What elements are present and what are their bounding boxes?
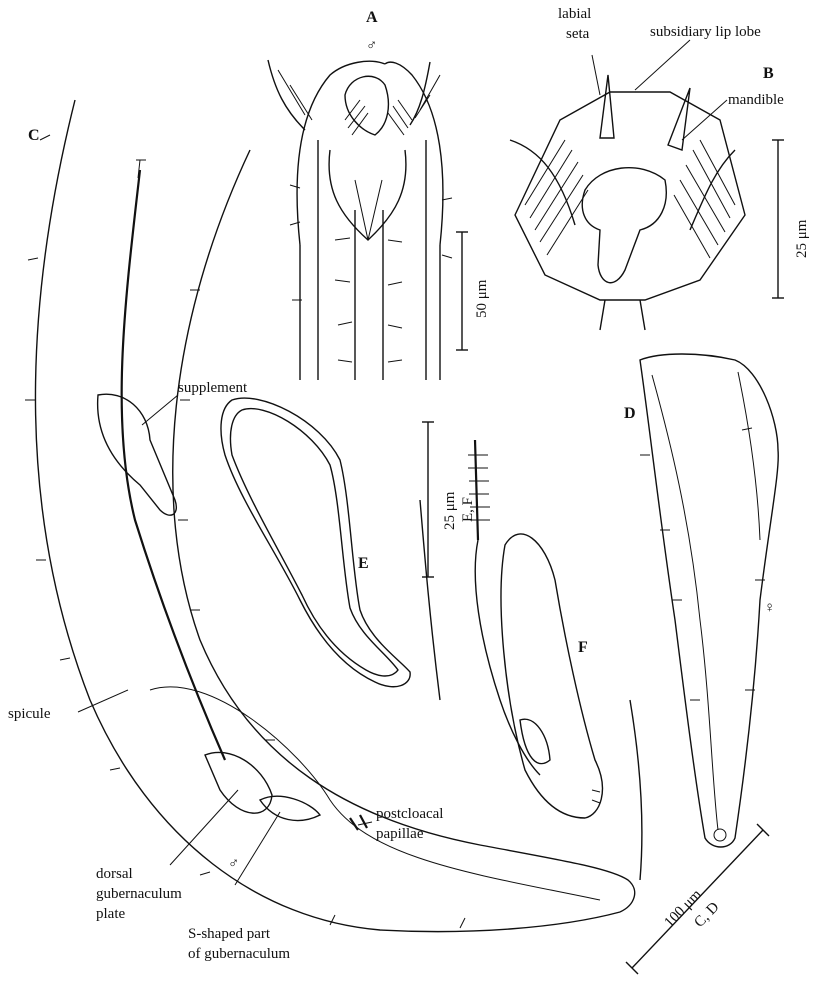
label-labial-seta-line2: seta [566,26,590,42]
label-labial-seta-line1: labial [558,6,591,22]
label-mandible: mandible [728,92,784,108]
label-postcloacal-line2: papillae [376,826,424,842]
scale-label-a: 50 μm [474,279,490,318]
panel-a-drawing [268,60,452,380]
scale-label-b: 25 μm [794,219,810,258]
label-spicule: spicule [8,706,51,722]
panel-label-b: B [763,65,774,82]
label-dorsal-gubernaculum-line1: dorsal [96,866,133,882]
scale-label-ef-value: 25 μm [442,491,458,530]
label-dorsal-gubernaculum-line2: gubernaculum [96,886,182,902]
panel-label-e: E [358,555,369,572]
scale-label-ef-panels: E, F [460,497,476,522]
male-symbol-c: ♂ [228,856,239,872]
panel-e-drawing [221,398,440,700]
panel-f-drawing [468,440,602,818]
panel-label-a: A [366,9,378,26]
scale-bar-ef [422,422,434,577]
panel-b-drawing [510,75,745,330]
panel-label-f: F [578,639,588,656]
panel-label-c: C [28,127,40,144]
label-dorsal-gubernaculum-line3: plate [96,906,125,922]
label-s-shaped-line2: of gubernaculum [188,946,290,962]
label-supplement: supplement [178,380,248,396]
scale-bar-b [772,140,784,298]
leader-lines [78,40,727,885]
panel-c-drawing [25,100,635,932]
panel-d-drawing [630,354,778,880]
label-s-shaped-line1: S-shaped part [188,926,271,942]
label-postcloacal-line1: postcloacal [376,806,443,822]
female-symbol-d: ♀ [764,600,775,616]
label-subsidiary-lip-lobe: subsidiary lip lobe [650,24,761,40]
scale-bar-a [456,232,468,350]
panel-label-d: D [624,405,636,422]
male-symbol-a: ♂ [366,38,377,54]
